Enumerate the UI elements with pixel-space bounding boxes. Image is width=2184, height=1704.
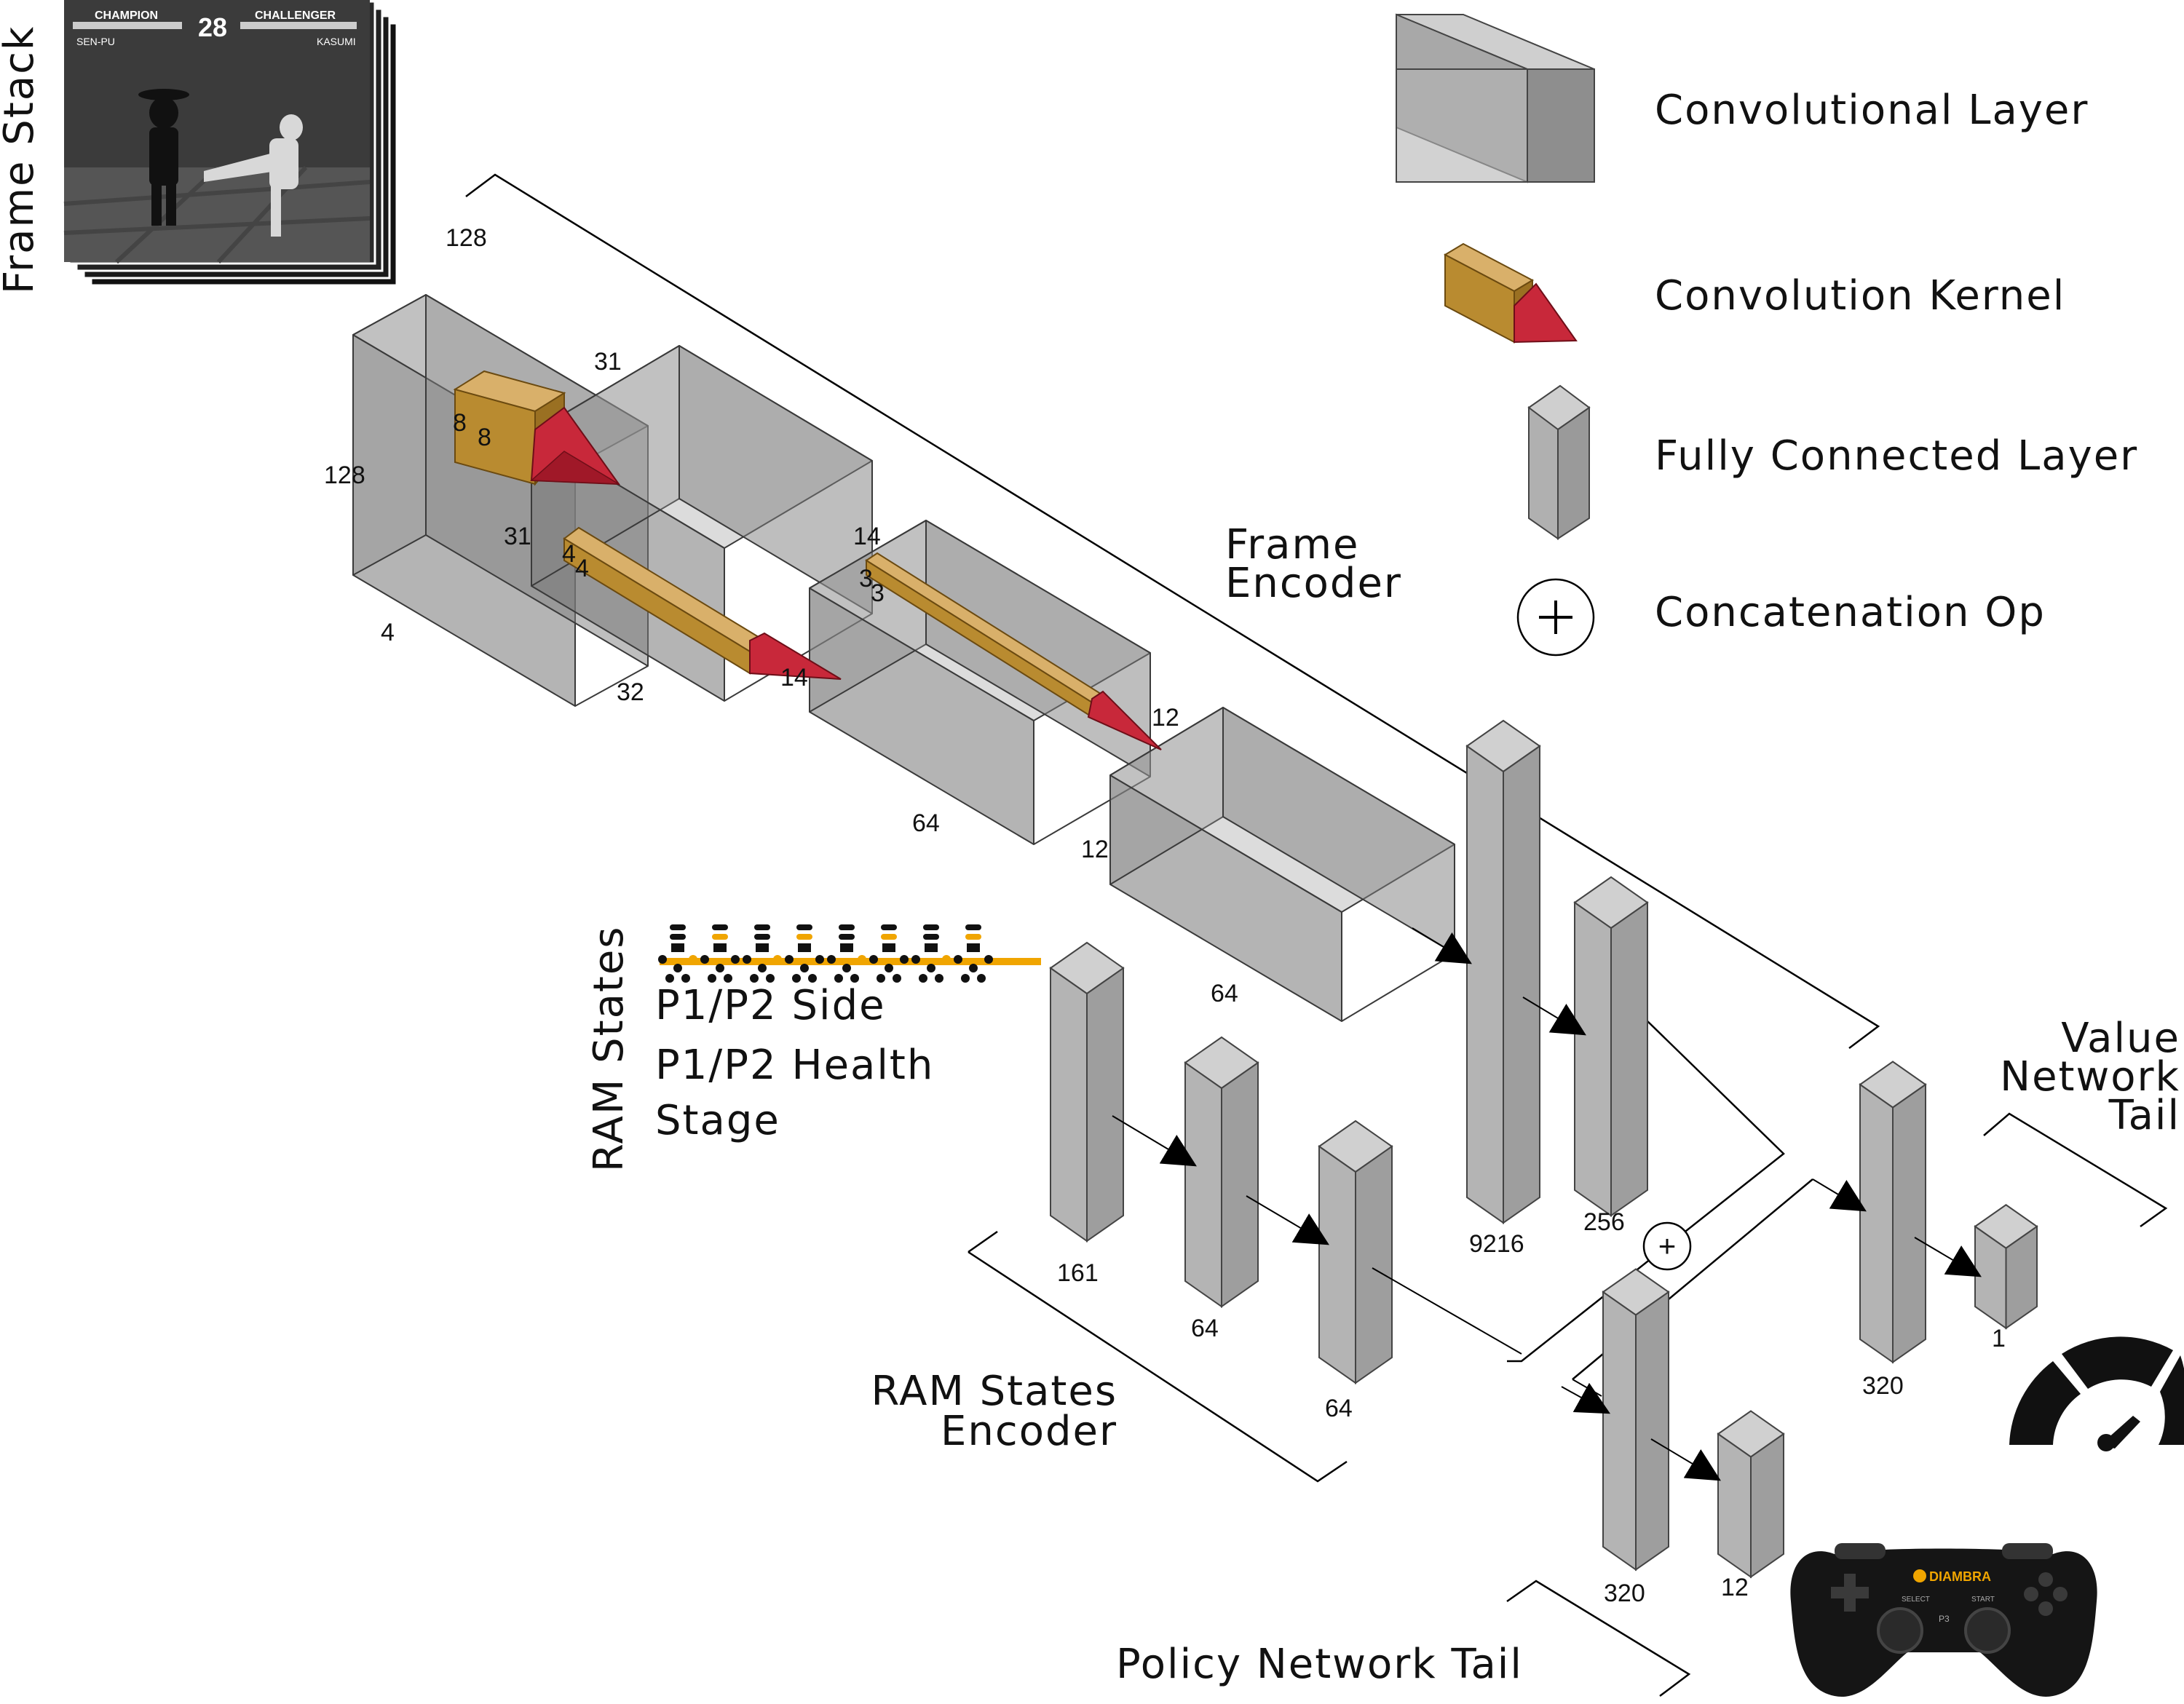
flow-arrows — [1112, 927, 1982, 1481]
fc-value-out-size: 1 — [1992, 1325, 2006, 1352]
value-tail-label-3: Tail — [2108, 1092, 2180, 1139]
ram-glyph — [954, 924, 993, 983]
ram-glyph — [869, 924, 909, 983]
gauge-icon — [2009, 1336, 2184, 1451]
dim-c1-w: 31 — [504, 523, 531, 550]
dim-k1-a: 8 — [453, 409, 467, 437]
value-tail-bracket — [1983, 1112, 2168, 1228]
fc-ram-h2-size: 64 — [1325, 1395, 1353, 1422]
conv-dimension-labels: 128 128 4 8 8 31 31 32 4 4 14 14 64 3 3 … — [324, 224, 1238, 1007]
ram-glyph — [911, 924, 951, 983]
controller-start: START — [1971, 1596, 1995, 1604]
p1-name: SEN-PU — [76, 36, 115, 47]
ram-encoder-label-1: RAM States — [871, 1368, 1117, 1415]
controller-select: SELECT — [1902, 1596, 1930, 1604]
fc-frame-dense — [1573, 876, 1649, 1217]
fc-size-labels: 161 64 64 9216 256 320 12 320 1 — [1057, 1208, 2006, 1607]
fc-ram-hidden-2 — [1318, 1120, 1393, 1384]
ram-glyph — [700, 924, 740, 983]
fc-ram-input — [1049, 941, 1125, 1243]
dim-c2-w: 14 — [780, 664, 808, 691]
dim-k2-a: 4 — [562, 540, 576, 568]
legend-fc-layer: Fully Connected Layer — [1655, 432, 2138, 480]
fc-frame-flatten — [1465, 719, 1541, 1224]
controller-brand: DIAMBRA — [1929, 1569, 1991, 1584]
fc-ram-hidden-1 — [1184, 1036, 1259, 1308]
dim-c1-c: 32 — [617, 678, 644, 706]
value-tail-label-2: Network — [2000, 1053, 2180, 1101]
legend-concat-op: Concatenation Op — [1655, 589, 2046, 636]
fc-frame-flat-size: 9216 — [1469, 1230, 1524, 1258]
ram-states-pattern — [658, 924, 1041, 983]
champion-label: CHAMPION — [95, 9, 158, 22]
fighter-p1 — [138, 89, 189, 226]
controller-player: P3 — [1939, 1614, 1950, 1624]
frame-stack-images: CHAMPION CHALLENGER 28 SEN-PU KASUMI — [63, 0, 398, 287]
game-frame: CHAMPION CHALLENGER 28 SEN-PU KASUMI — [63, 0, 371, 264]
ram-glyph — [785, 924, 824, 983]
concat-node: + — [1642, 1221, 1692, 1271]
dim-c2-c: 64 — [912, 809, 940, 837]
ram-encoder-label-2: Encoder — [941, 1408, 1117, 1455]
p2-name: KASUMI — [317, 36, 356, 47]
gamepad-icon: DIAMBRA SELECT START P3 — [1790, 1543, 2097, 1697]
conv-kernel-3 — [865, 552, 1162, 750]
timer: 28 — [198, 12, 227, 42]
fc-policy-hidden — [1602, 1268, 1670, 1572]
ram-encoder-bracket — [968, 1230, 1348, 1483]
dim-in-c: 4 — [381, 619, 395, 646]
fc-value-output — [1974, 1204, 2038, 1330]
ram-item-side: P1/P2 Side — [655, 982, 886, 1029]
fc-value-hidden — [1859, 1061, 1927, 1364]
legend: Convolutional Layer Convolution Kernel F… — [1396, 13, 2138, 657]
ram-item-health: P1/P2 Health — [655, 1042, 934, 1089]
fc-value-h-size: 320 — [1862, 1372, 1904, 1400]
concat-symbol: + — [1658, 1229, 1677, 1263]
fc-ram-in-size: 161 — [1057, 1259, 1099, 1287]
legend-concat-icon — [1516, 578, 1595, 657]
dim-k1-b: 8 — [478, 424, 491, 451]
fc-policy-out-size: 12 — [1721, 1574, 1749, 1601]
legend-conv-layer: Convolutional Layer — [1655, 87, 2089, 134]
conv-kernel-2 — [563, 526, 842, 680]
ram-glyph — [827, 924, 866, 983]
frame-encoder-label-2: Encoder — [1225, 560, 1402, 607]
fc-bars — [1049, 719, 2038, 1579]
dim-k3-b: 3 — [871, 579, 885, 607]
ram-glyph — [743, 924, 782, 983]
legend-fc-layer-icon — [1527, 384, 1591, 540]
frame-encoder-label-1: Frame — [1225, 521, 1359, 568]
ram-item-stage: Stage — [655, 1097, 780, 1144]
dim-in-w: 128 — [324, 461, 365, 489]
conv-kernel-1 — [453, 370, 621, 486]
dim-k2-b: 4 — [575, 555, 589, 582]
dim-c3-c: 64 — [1211, 980, 1238, 1007]
ram-glyph — [658, 924, 697, 983]
policy-tail-bracket — [1506, 1580, 1691, 1697]
dim-c1-h: 31 — [594, 348, 622, 376]
conv-block-3 — [1109, 707, 1455, 1022]
legend-conv-kernel: Convolution Kernel — [1655, 272, 2065, 320]
dim-c3-w: 12 — [1081, 836, 1109, 863]
challenger-label: CHALLENGER — [255, 9, 336, 22]
dim-in-h: 128 — [446, 224, 487, 252]
ram-states-list: P1/P2 Side P1/P2 Health Stage — [655, 982, 934, 1144]
fc-ram-h1-size: 64 — [1191, 1315, 1219, 1342]
value-tail-label-1: Value — [2061, 1015, 2180, 1062]
frame-stack-label: Frame Stack — [0, 25, 43, 294]
legend-conv-kernel-icon — [1443, 242, 1578, 344]
fc-frame-fc-size: 256 — [1583, 1208, 1625, 1236]
dim-c2-h: 14 — [853, 523, 881, 550]
policy-tail-label: Policy Network Tail — [1116, 1641, 1523, 1688]
dim-k3-a: 3 — [859, 565, 873, 593]
dim-c3-h: 12 — [1152, 704, 1179, 732]
fc-policy-output — [1717, 1410, 1785, 1579]
fighter-p2 — [204, 114, 303, 237]
fc-policy-h-size: 320 — [1604, 1580, 1645, 1607]
ram-states-label: RAM States — [585, 926, 633, 1172]
legend-conv-layer-icon — [1396, 13, 1595, 183]
